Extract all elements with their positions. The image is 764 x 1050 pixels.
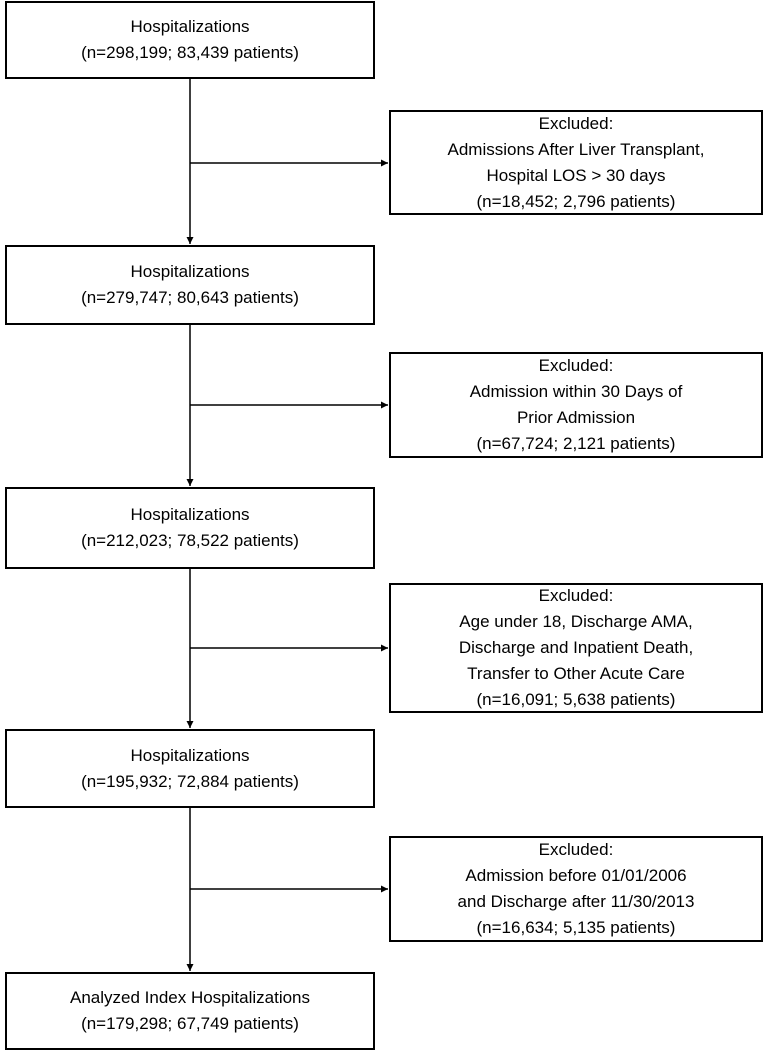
hospitalizations-box-1: Hospitalizations (n=298,199; 83,439 pati… <box>5 1 375 79</box>
excluded-count: (n=16,634; 5,135 patients) <box>476 918 676 937</box>
box-count: (n=179,298; 67,749 patients) <box>81 1014 299 1033</box>
excluded-box-1: Excluded: Admissions After Liver Transpl… <box>389 110 763 215</box>
box-title: Hospitalizations <box>130 17 250 36</box>
excluded-heading: Excluded: <box>538 840 614 859</box>
excluded-reason: Admission within 30 Days of <box>469 382 683 401</box>
excluded-box-4: Excluded: Admission before 01/01/2006 an… <box>389 836 763 942</box>
box-title: Hospitalizations <box>130 745 250 765</box>
excluded-reason: Admission before 01/01/2006 <box>465 866 687 885</box>
analyzed-index-hospitalizations-box: Analyzed Index Hospitalizations (n=179,2… <box>5 972 375 1050</box>
excluded-heading: Excluded: <box>538 356 614 375</box>
excluded-reason: Admissions After Liver Transplant, <box>447 139 705 159</box>
excluded-count: (n=18,452; 2,796 patients) <box>476 191 676 211</box>
excluded-reason: Prior Admission <box>516 408 636 427</box>
excluded-reason: Hospital LOS > 30 days <box>486 165 666 185</box>
excluded-reason: Transfer to Other Acute Care <box>467 664 685 683</box>
box-count: (n=195,932; 72,884 patients) <box>81 771 299 791</box>
hospitalizations-box-2: Hospitalizations (n=279,747; 80,643 pati… <box>5 245 375 325</box>
excluded-reason: Age under 18, Discharge AMA, <box>459 612 693 631</box>
excluded-reason: and Discharge after 11/30/2013 <box>457 892 695 911</box>
box-count: (n=279,747; 80,643 patients) <box>81 288 299 307</box>
excluded-heading: Excluded: <box>538 586 614 605</box>
excluded-reason: Discharge and Inpatient Death, <box>458 638 694 657</box>
excluded-count: (n=67,724; 2,121 patients) <box>476 434 676 453</box>
box-title: Analyzed Index Hospitalizations <box>69 988 311 1007</box>
excluded-heading: Excluded: <box>538 113 614 133</box>
box-count: (n=298,199; 83,439 patients) <box>81 43 299 62</box>
hospitalizations-box-4: Hospitalizations (n=195,932; 72,884 pati… <box>5 729 375 808</box>
hospitalizations-box-3: Hospitalizations (n=212,023; 78,522 pati… <box>5 487 375 569</box>
box-title: Hospitalizations <box>130 262 250 281</box>
excluded-box-3: Excluded: Age under 18, Discharge AMA, D… <box>389 583 763 713</box>
box-title: Hospitalizations <box>130 505 250 524</box>
excluded-count: (n=16,091; 5,638 patients) <box>476 690 676 709</box>
excluded-box-2: Excluded: Admission within 30 Days of Pr… <box>389 352 763 458</box>
box-count: (n=212,023; 78,522 patients) <box>81 531 299 550</box>
